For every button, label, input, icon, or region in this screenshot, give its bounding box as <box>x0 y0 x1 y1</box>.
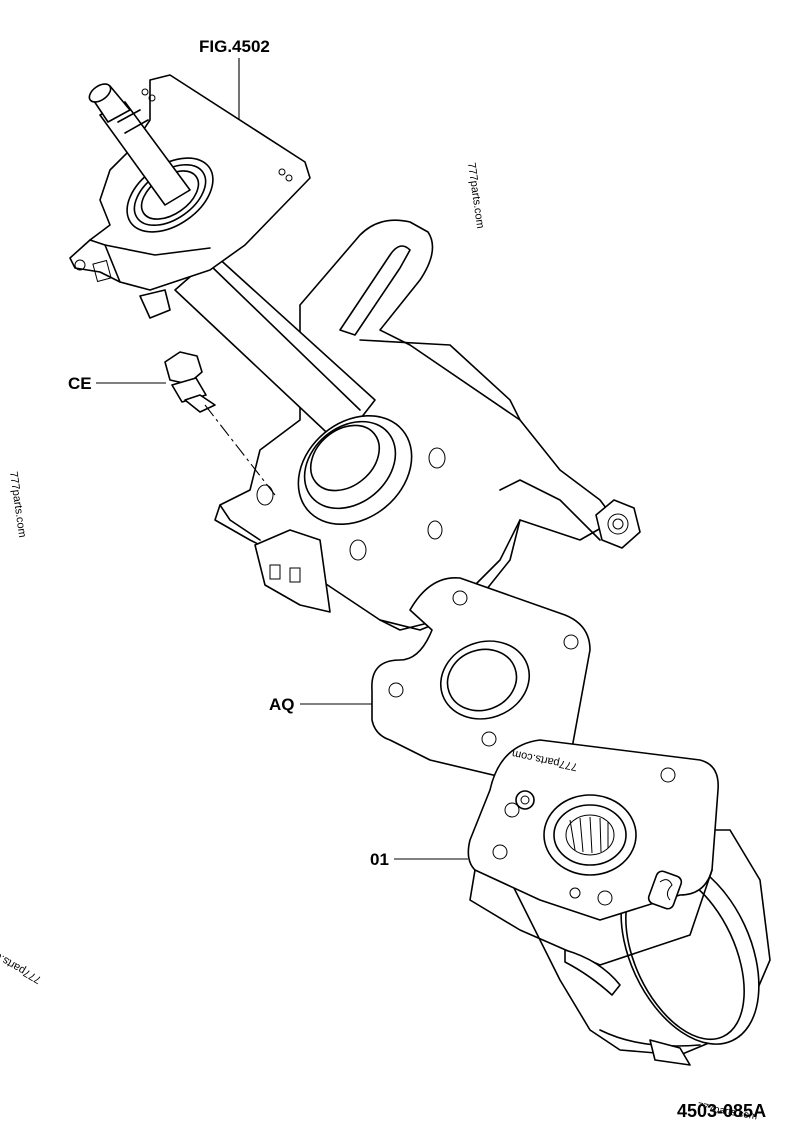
callout-fig-ref: FIG.4502 <box>199 37 270 120</box>
gasket <box>371 577 591 787</box>
steering-shaft <box>88 83 191 206</box>
callout-ce: CE <box>68 374 166 393</box>
bolt-centerline <box>204 404 276 496</box>
steering-control-unit <box>467 739 771 1066</box>
watermark-upper-right: 777parts.com <box>465 162 486 230</box>
steering-column-assembly <box>69 74 641 631</box>
steering-unit-label: 01 <box>370 850 389 869</box>
gasket-label: AQ <box>269 695 295 714</box>
callout-aq: AQ <box>269 695 372 714</box>
column-top-plate <box>69 74 311 319</box>
bolt-label: CE <box>68 374 92 393</box>
fig-ref-label: FIG.4502 <box>199 37 270 56</box>
drawing-number: 4503-085A <box>677 1101 766 1121</box>
watermark-left-mid: 777parts.com <box>7 471 28 539</box>
callout-01: 01 <box>370 850 468 869</box>
column-mounting-bracket <box>214 219 641 631</box>
flange-bolt <box>164 351 216 413</box>
watermark-bottom-left: 777parts.co <box>0 947 43 986</box>
column-tube <box>174 254 413 526</box>
